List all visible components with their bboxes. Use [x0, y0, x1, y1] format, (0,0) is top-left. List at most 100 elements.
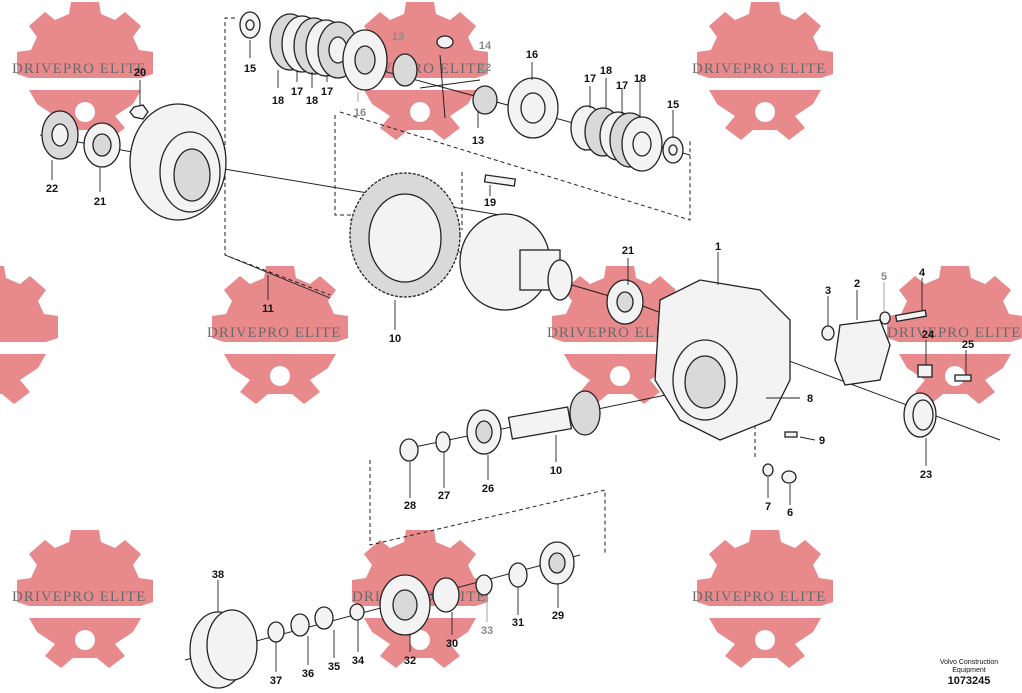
- footer-company-line2: Equipment: [952, 667, 986, 674]
- callout-18-top-a: 18: [272, 95, 284, 107]
- callout-25: 25: [962, 339, 974, 351]
- part-30-bearing: [432, 577, 460, 613]
- footer-company-line1: Volvo Construction: [939, 659, 999, 666]
- part-37-ring: [267, 621, 285, 643]
- part-4-bolt: [894, 309, 928, 323]
- part-15-washer-right: [662, 136, 684, 164]
- callout-17-top-b: 17: [321, 86, 333, 98]
- part-12-13-14-spider: [392, 35, 498, 119]
- callout-17-right-a: 17: [584, 73, 596, 85]
- callout-13-top: 13: [392, 31, 404, 43]
- part-23-adjusting-ring: [903, 392, 937, 438]
- callout-14: 14: [479, 40, 492, 52]
- callout-3: 3: [825, 285, 831, 297]
- part-flange-housing: [129, 103, 227, 221]
- callout-26: 26: [482, 483, 494, 495]
- callout-1: 1: [715, 241, 721, 253]
- part-16-housing-top: [342, 29, 388, 91]
- part-32-flange: [379, 574, 431, 636]
- callout-6: 6: [787, 507, 793, 519]
- callout-17-right-b: 17: [616, 80, 628, 92]
- callout-19: 19: [484, 197, 496, 209]
- callout-17-top-a: 17: [291, 86, 303, 98]
- part-diff-case: [459, 213, 573, 311]
- callout-10-crown: 10: [389, 333, 401, 345]
- callout-16-right: 16: [526, 49, 538, 61]
- watermark-text: DRIVEPRO ELITE: [12, 61, 146, 77]
- watermark-text: DRIVEPRO ELITE: [12, 589, 146, 605]
- callout-23: 23: [920, 469, 932, 481]
- part-33-ring: [475, 574, 493, 596]
- part-21-bearing-left: [83, 122, 121, 168]
- callout-labels: 15 18 17 18 17 16 13 14 12 13 16 17 18 1…: [46, 31, 974, 687]
- part-5-washer: [879, 311, 891, 325]
- part-20-nut: [129, 104, 149, 120]
- callout-21-left: 21: [94, 196, 106, 208]
- watermark-text: DRIVEPRO ELITE: [887, 325, 1021, 341]
- callout-8: 8: [807, 393, 813, 405]
- drawing-number: 1073245: [947, 675, 991, 687]
- drawing-footer: Volvo Construction Equipment 1073245: [924, 659, 1014, 687]
- callout-10-pinion: 10: [550, 465, 562, 477]
- part-3-bushing: [821, 325, 835, 341]
- callout-31: 31: [512, 617, 524, 629]
- part-10-pinion: [507, 390, 601, 440]
- watermark-text: DRIVEPRO ELITE: [207, 325, 341, 341]
- callout-37: 37: [270, 675, 282, 687]
- part-6-7-plug: [762, 463, 797, 484]
- part-38-cup: [189, 609, 258, 689]
- callout-2: 2: [854, 278, 860, 290]
- callout-36: 36: [302, 668, 314, 680]
- callout-9: 9: [819, 435, 825, 447]
- callout-20: 20: [134, 67, 146, 79]
- callout-7: 7: [765, 501, 771, 513]
- callout-15-top: 15: [244, 63, 256, 75]
- callout-18-right-a: 18: [600, 65, 612, 77]
- part-16-housing-right: [507, 77, 559, 139]
- part-27-shim: [435, 431, 451, 453]
- part-28-shim: [399, 438, 419, 462]
- callout-15-right: 15: [667, 99, 679, 111]
- part-21-bearing-center: [606, 279, 644, 325]
- part-10-crown-wheel: [349, 172, 461, 298]
- callout-22: 22: [46, 183, 58, 195]
- part-24-lock-plate: [917, 364, 933, 378]
- part-22-gear: [41, 110, 79, 160]
- part-9-screw: [784, 431, 798, 438]
- part-19-bolt: [483, 174, 517, 187]
- part-35-ring: [314, 606, 334, 630]
- part-29-bearing: [539, 541, 575, 585]
- callout-35: 35: [328, 661, 340, 673]
- part-17-18-discs-right: [570, 105, 663, 172]
- callout-16-top: 16: [354, 107, 366, 119]
- callout-4: 4: [919, 267, 926, 279]
- callout-38: 38: [212, 569, 224, 581]
- leader-lines: [51, 40, 967, 672]
- part-2-bearing-cap: [834, 319, 891, 386]
- part-25-screw: [954, 374, 972, 382]
- callout-29: 29: [552, 610, 564, 622]
- callout-18-top-b: 18: [306, 95, 318, 107]
- watermark-text: DRIVEPRO ELITE: [547, 325, 681, 341]
- callout-13-bottom: 13: [472, 135, 484, 147]
- callout-11: 11: [262, 303, 274, 315]
- callout-34: 34: [352, 655, 365, 667]
- part-36-ring: [290, 613, 310, 637]
- callout-28: 28: [404, 500, 416, 512]
- part-17-18-discs-top: [269, 13, 359, 79]
- watermark-text: DRIVEPRO ELITE: [692, 61, 826, 77]
- callout-24: 24: [922, 329, 935, 341]
- part-15-washer-top: [239, 11, 261, 39]
- callout-12: 12: [479, 62, 491, 74]
- callout-30: 30: [446, 638, 458, 650]
- callout-5: 5: [881, 271, 887, 283]
- part-1-axle-housing: [654, 279, 791, 441]
- part-34-washer: [349, 603, 365, 621]
- part-26-bearing: [466, 409, 502, 455]
- part-31-ring: [508, 562, 528, 588]
- callout-21-center: 21: [622, 245, 634, 257]
- callout-18-right-b: 18: [634, 73, 646, 85]
- callout-32: 32: [404, 655, 416, 667]
- watermark-text: DRIVEPRO ELITE: [692, 589, 826, 605]
